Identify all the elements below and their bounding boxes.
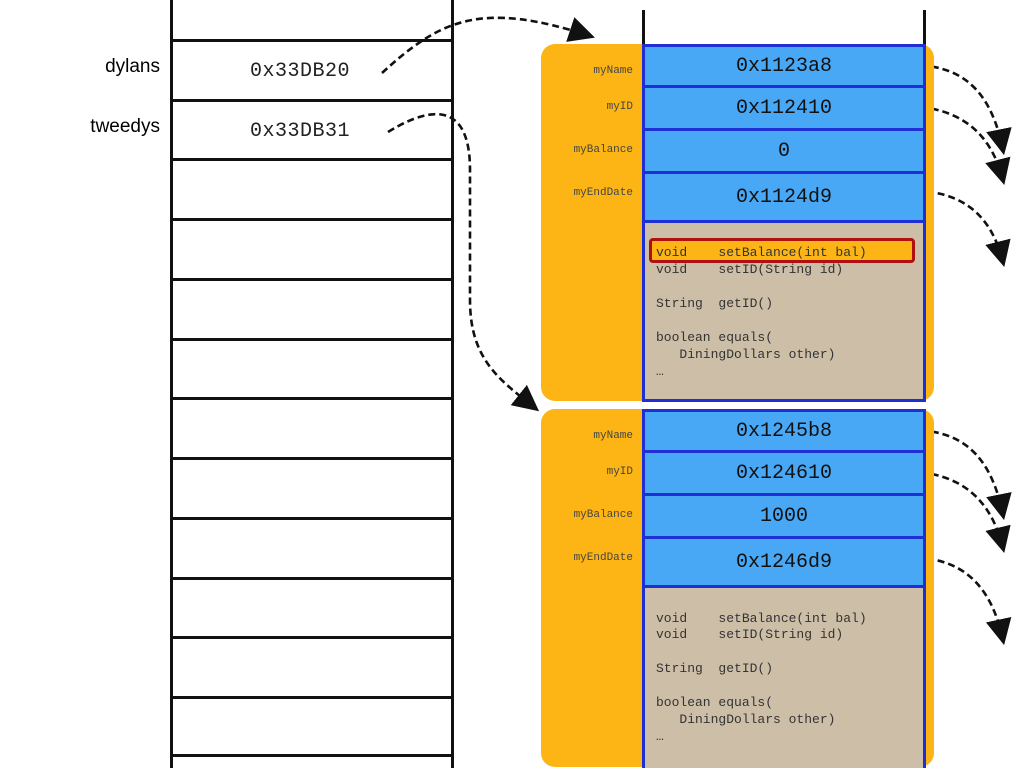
object-2-label-myname: myName <box>593 430 633 442</box>
stack-value-tweedys: 0x33DB31 <box>250 120 351 143</box>
object-2-method-equals-param: DiningDollars other) <box>656 712 836 727</box>
object-2-method-setbalance: void setBalance(int bal) <box>656 611 867 626</box>
stack-var-tweedys: tweedys <box>90 116 160 137</box>
object-1-method-ellipsis: … <box>656 364 664 379</box>
object-2-method-ellipsis: … <box>656 729 664 744</box>
object-1-label-myname: myName <box>593 65 633 77</box>
stack-value-dylans: 0x33DB20 <box>250 60 351 83</box>
object-2-field-mybalance: 1000 <box>642 493 926 539</box>
object-1-field-myenddate: 0x1124d9 <box>642 171 926 223</box>
object-1-method-equals: boolean equals( <box>656 330 774 345</box>
arrow-tweedys-to-object2 <box>387 112 540 412</box>
object-2-label-myid: myID <box>606 466 633 478</box>
object-2-method-getid: String getID() <box>656 661 774 676</box>
stack-var-dylans: dylans <box>105 56 160 77</box>
arrow-obj1-myenddate <box>871 189 1011 268</box>
object-2-label-mybalance: myBalance <box>573 509 633 521</box>
object-2-label-myenddate: myEndDate <box>573 552 633 564</box>
object-1-method-getid: String getID() <box>656 296 774 311</box>
object-1-field-myid: 0x112410 <box>642 85 926 131</box>
object-1-field-myname: 0x1123a8 <box>642 44 926 88</box>
object-1-method-setbalance: void setBalance(int bal) <box>656 245 867 260</box>
heap-top-line-right <box>923 10 926 44</box>
object-2-field-myid: 0x124610 <box>642 450 926 496</box>
arrow-obj2-myenddate <box>871 555 1012 646</box>
object-1-label-mybalance: myBalance <box>573 144 633 156</box>
heap-top-line-left <box>642 10 645 44</box>
object-1-method-equals-param: DiningDollars other) <box>656 347 836 362</box>
object-1-label-myenddate: myEndDate <box>573 187 633 199</box>
object-1-highlight-setbalance <box>649 238 915 263</box>
object-2-field-myenddate: 0x1246d9 <box>642 536 926 588</box>
object-2-method-equals: boolean equals( <box>656 695 774 710</box>
stack-column: 0x33DB20 0x33DB31 <box>170 0 454 768</box>
object-1-label-myid: myID <box>606 101 633 113</box>
arrow-dylans-to-object1 <box>381 16 595 74</box>
object-1-method-setid: void setID(String id) <box>656 262 844 277</box>
object-1-field-mybalance: 0 <box>642 128 926 174</box>
object-2-method-setid: void setID(String id) <box>656 627 844 642</box>
object-2-field-myname: 0x1245b8 <box>642 409 926 453</box>
